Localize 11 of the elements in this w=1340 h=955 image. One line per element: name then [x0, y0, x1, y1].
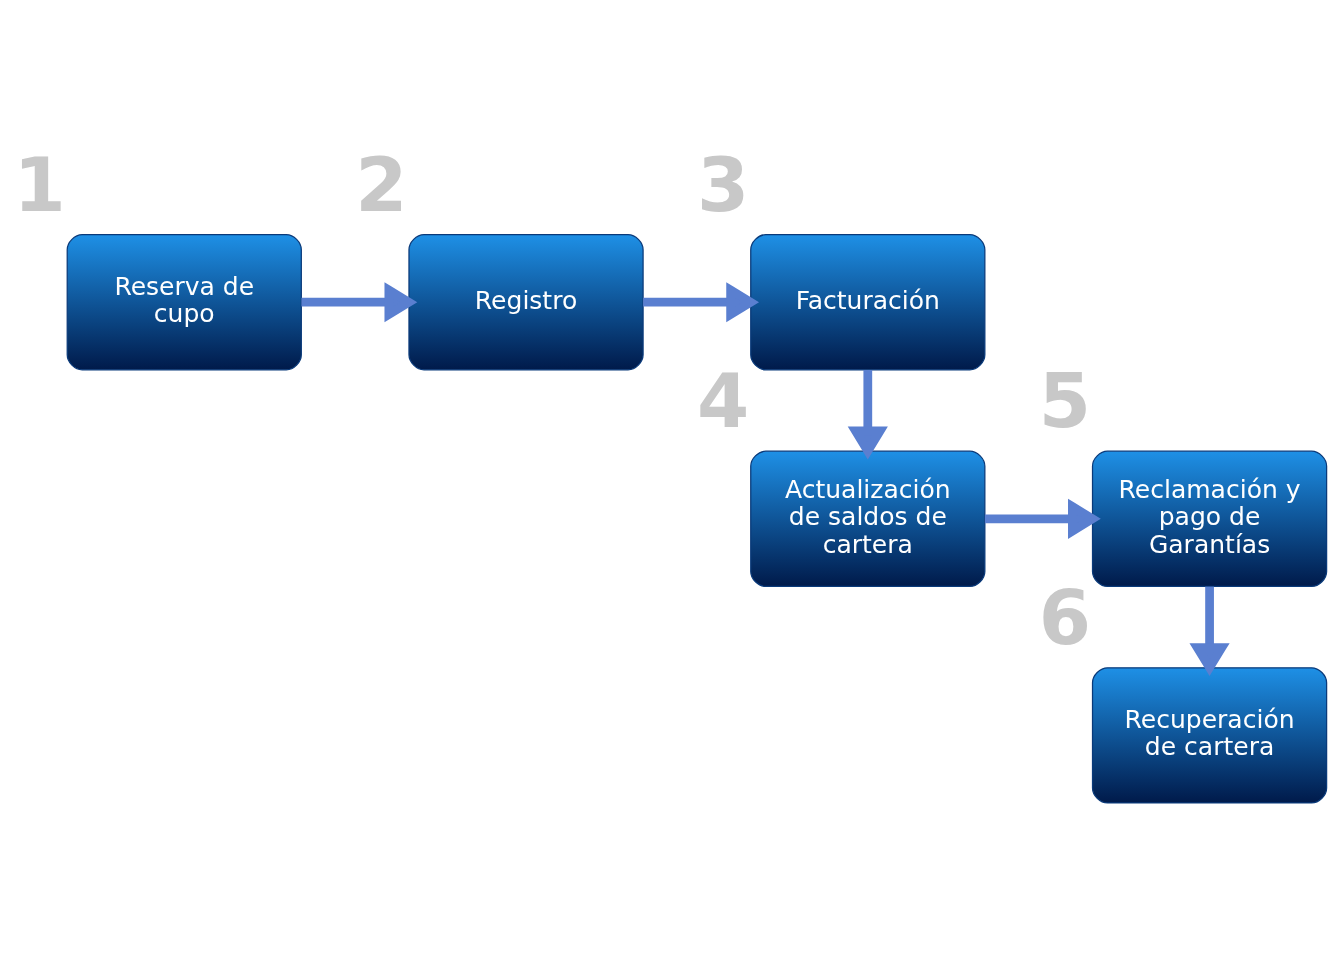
arrow — [301, 282, 418, 323]
node-box: Facturación — [750, 234, 986, 371]
arrow — [1189, 586, 1230, 676]
arrow — [847, 370, 888, 460]
node-box: Registro — [408, 234, 644, 371]
arrow — [643, 282, 760, 323]
node-box: Actualización de saldos de cartera — [750, 450, 986, 588]
node-box: Recuperación de cartera — [1091, 667, 1328, 804]
arrow — [984, 498, 1101, 539]
node-box: Reclamación y pago de Garantías — [1091, 450, 1328, 588]
node-box: Reserva de cupo — [66, 234, 302, 371]
